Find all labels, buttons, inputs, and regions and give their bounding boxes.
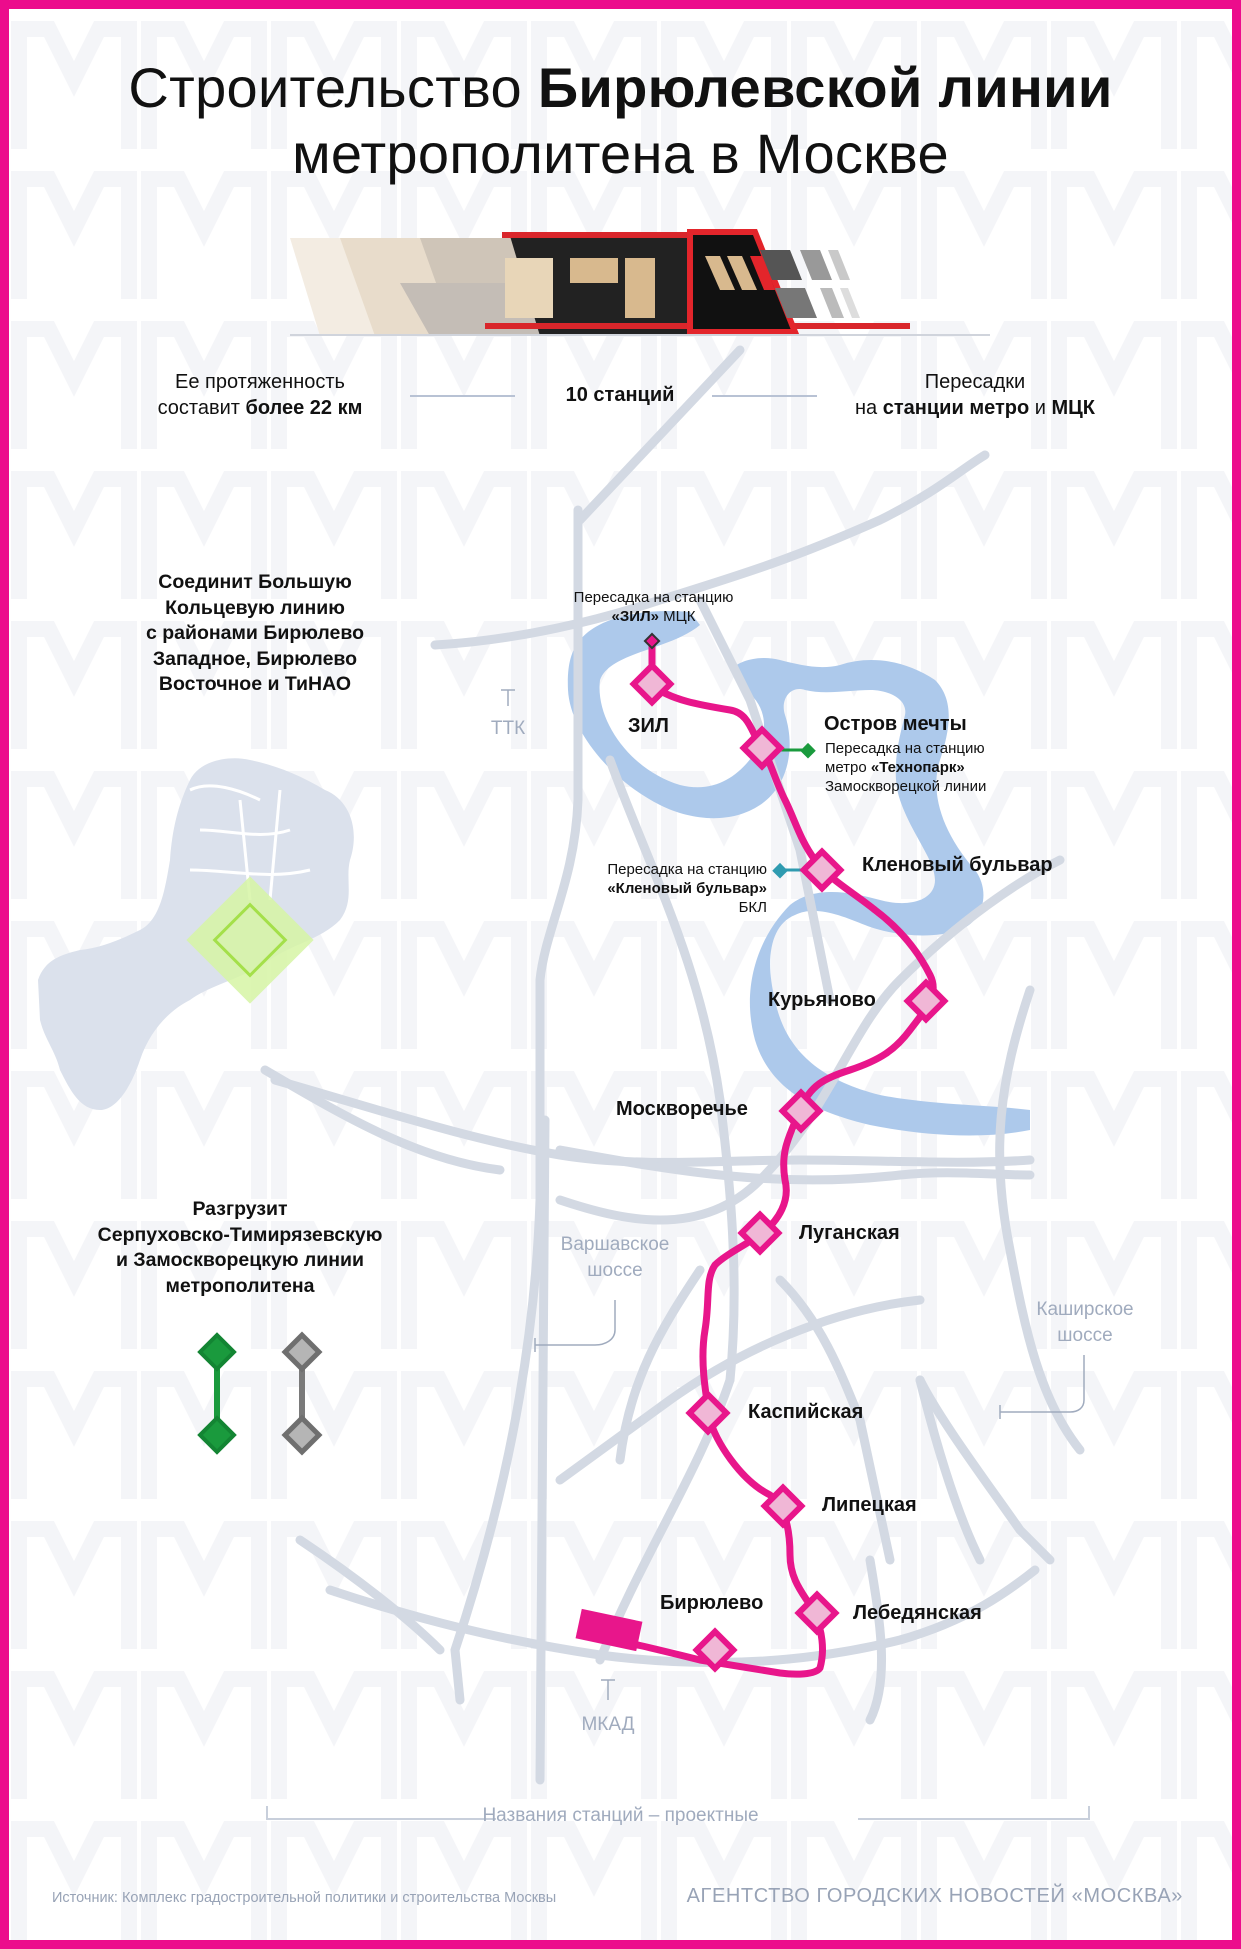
station-marker-2 [739, 725, 785, 771]
station-label-kuryanovo: Курьяново [768, 989, 876, 1011]
road-markers [501, 689, 1085, 1700]
station-marker-9 [794, 1590, 840, 1636]
line-depot [575, 1608, 643, 1652]
station-marker-6 [737, 1210, 783, 1256]
stat-transfers: Пересадки на станции метро и МЦК [855, 371, 1095, 419]
mck-transfer-marker [643, 632, 661, 650]
station-marker-7 [685, 1390, 731, 1436]
transfer-note-ostrov: Пересадка на станцию метро «Технопарк» З… [825, 740, 987, 795]
station-marker-3 [799, 847, 845, 893]
station-names-note: Названия станций – проектные [482, 1805, 759, 1826]
station-marker-1 [629, 661, 675, 707]
legend-grey-diamond-top [281, 1331, 323, 1373]
zamoskvoretskaya-transfer-marker [800, 742, 816, 759]
moskva-river [567, 610, 1030, 1136]
road-label-varshavskoe: Варшавское шоссе [560, 1234, 670, 1281]
station-marker-10 [692, 1627, 738, 1673]
station-label-zil: ЗИЛ [628, 715, 669, 737]
station-label-klenovy-bulvar: Кленовый бульвар [862, 854, 1053, 876]
stat-length: Ее протяженность составит более 22 км [157, 371, 363, 419]
line-legend [197, 1331, 323, 1456]
stat-stations: 10 станций [565, 384, 675, 406]
station-label-kaspiyskaya: Каспийская [748, 1401, 864, 1423]
station-label-biryulevo: Бирюлево [660, 1592, 764, 1614]
legend-grey-diamond-bottom [281, 1414, 323, 1456]
station-marker-4 [903, 978, 949, 1024]
station-marker-5 [778, 1088, 824, 1134]
station-markers [629, 661, 949, 1673]
locator-map [38, 758, 354, 1110]
bkl-transfer-marker [772, 862, 788, 879]
road-label-mkad: МКАД [581, 1714, 635, 1735]
transfer-note-zil: Пересадка на станцию «ЗИЛ» МЦК [573, 589, 734, 625]
roads [260, 345, 1085, 1785]
station-label-ostrov-mechty: Остров мечты [824, 713, 967, 735]
transfer-note-klenovy: Пересадка на станцию «Кленовый бульвар» … [607, 861, 767, 916]
stat-divider-left [410, 395, 515, 397]
station-label-luganskaya: Луганская [799, 1222, 900, 1244]
page-title: Строительство Бирюлевской линии метропол… [128, 56, 1113, 185]
legend-green-diamond-bottom [197, 1415, 237, 1455]
footnote-line-left [266, 1818, 496, 1820]
station-label-lebedyanskaya: Лебедянская [853, 1602, 982, 1624]
agency-credit: АГЕНТСТВО ГОРОДСКИХ НОВОСТЕЙ «МОСКВА» [686, 1885, 1183, 1907]
footnote-line-right [858, 1818, 1090, 1820]
footnote-tick-right [1088, 1806, 1090, 1820]
footnote-tick-left [266, 1806, 268, 1820]
note-connect: Соединит Большую Кольцевую линию с район… [145, 571, 365, 695]
road-label-ttk: ТТК [490, 718, 526, 739]
legend-green-diamond-top [197, 1332, 237, 1372]
station-label-lipetskaya: Липецкая [822, 1494, 917, 1516]
train-illustration [290, 229, 990, 336]
road-label-kashirskoe: Каширское шоссе [1036, 1299, 1134, 1346]
source-text: Источник: Комплекс градостроительной пол… [52, 1890, 557, 1906]
station-label-moskvorechye: Москворечье [616, 1098, 748, 1120]
station-marker-8 [760, 1483, 806, 1529]
stat-divider-right [712, 395, 817, 397]
note-relieve: Разгрузит Серпуховско-Тимирязевскую и За… [97, 1198, 383, 1297]
